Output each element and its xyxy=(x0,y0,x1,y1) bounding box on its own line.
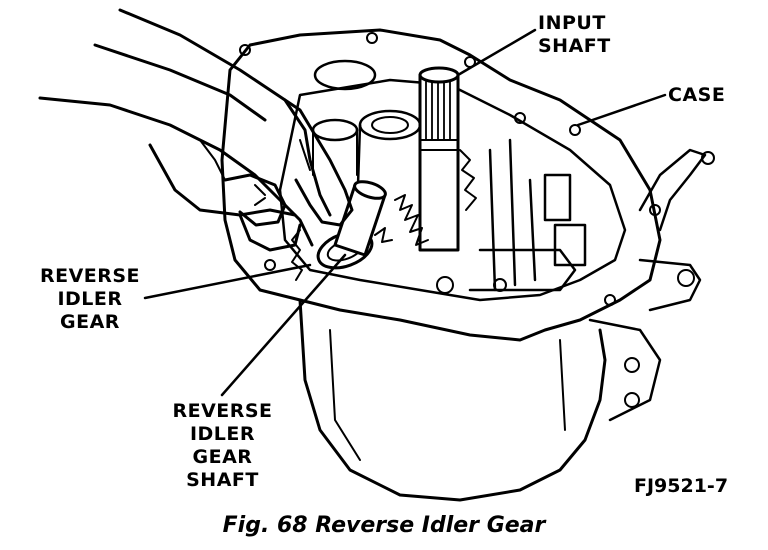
transmission-case xyxy=(220,28,662,342)
reverse-idler-gear-shaft xyxy=(333,180,387,257)
leader-case xyxy=(576,93,667,127)
leader-reverse-idler-gear-shaft xyxy=(220,253,347,397)
label-reverse-idler-gear-shaft: REVERSE IDLER GEAR SHAFT xyxy=(172,400,273,491)
hand-lower xyxy=(38,96,314,252)
figure-code: FJ9521-7 xyxy=(634,475,729,497)
leader-input-shaft xyxy=(456,28,537,77)
input-shaft xyxy=(418,66,460,252)
label-case: CASE xyxy=(668,84,726,106)
figure-caption: Fig. 68 Reverse Idler Gear xyxy=(222,513,546,538)
label-input-shaft: INPUT SHAFT xyxy=(538,12,611,57)
case-inner-rim xyxy=(278,78,627,302)
label-reverse-idler-gear: REVERSE IDLER GEAR xyxy=(39,265,141,333)
hand-upper xyxy=(93,8,354,227)
extension-housing xyxy=(298,298,607,502)
leader-reverse-idler-gear xyxy=(143,263,312,300)
shift-bracket xyxy=(638,148,707,232)
